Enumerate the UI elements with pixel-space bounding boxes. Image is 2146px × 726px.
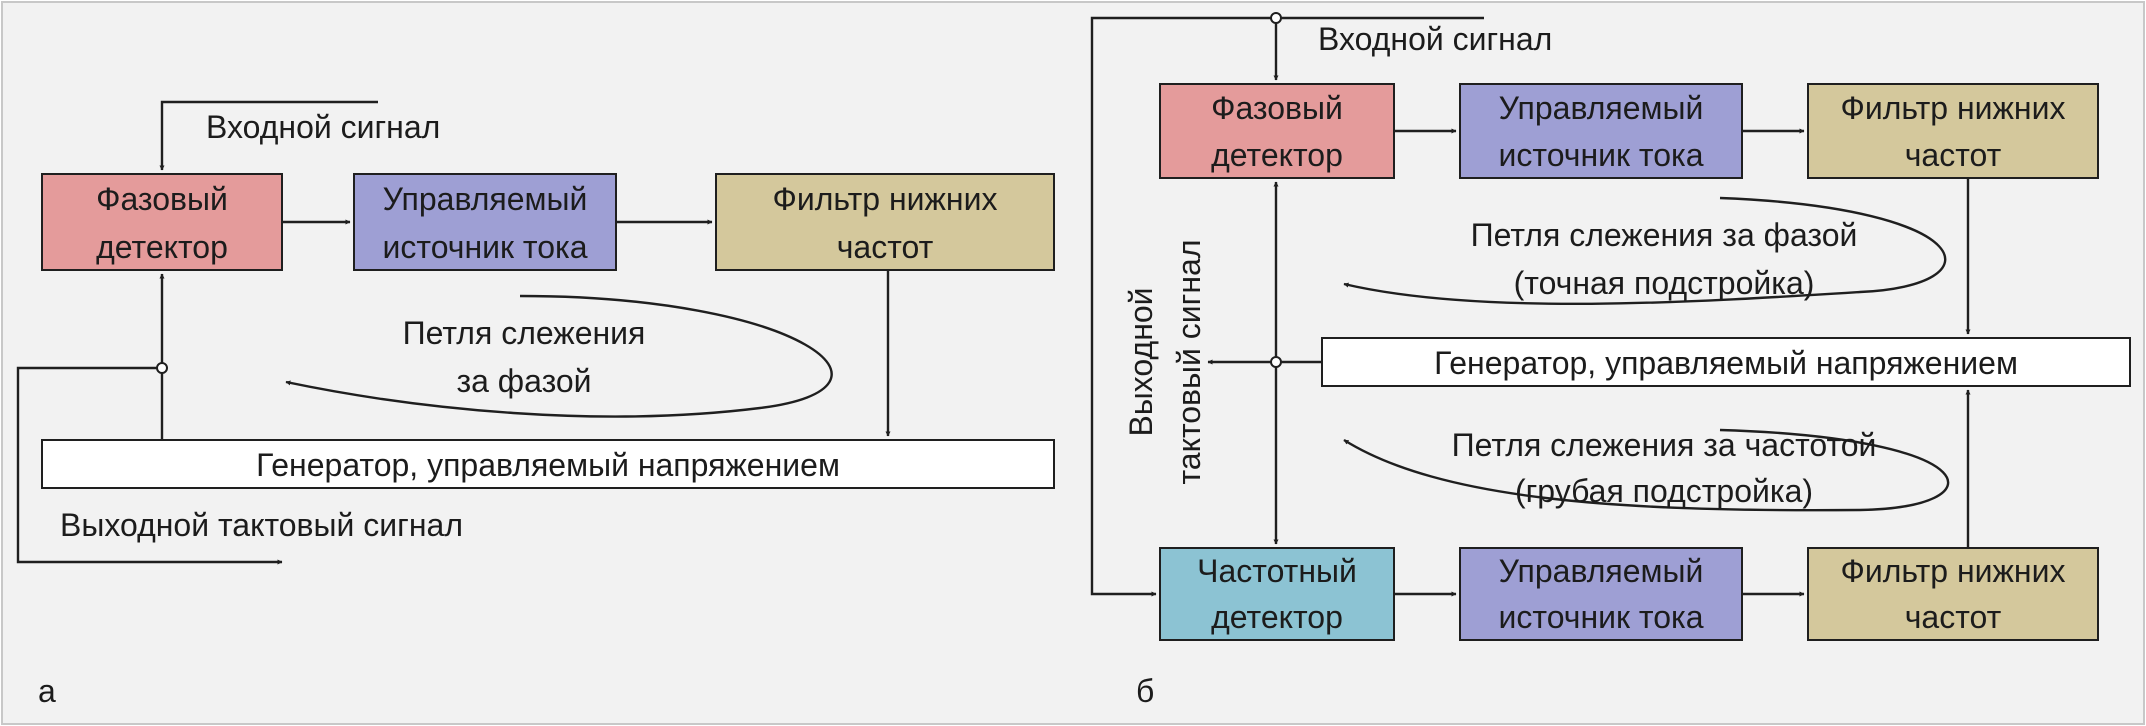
panel-b-vco-box [1321, 337, 2131, 387]
panel-a-label: а [38, 673, 56, 709]
panel-a-loop-arrow [285, 294, 833, 418]
panel-a-phase-detector-line2: детектор [96, 229, 228, 265]
panel-b-output-label-line1: Выходной [1123, 287, 1159, 436]
panel-a-phase-detector-line1: Фазовый [96, 181, 228, 217]
panel-b-output-label: Выходной тактовый сигнал [1123, 240, 1207, 485]
panel-b-output-label-line2: тактовый сигнал [1171, 240, 1207, 485]
panel-b-low-pass-filter-top: Фильтр нижних частот [1807, 83, 2099, 179]
panel-b-input-wire [1090, 16, 1484, 597]
panel-b-frequency-detector-line1: Частотный [1197, 553, 1357, 589]
panel-b-frequency-detector-box [1159, 547, 1395, 641]
panel-b-current-source-bottom-line2: источник тока [1499, 599, 1704, 635]
panel-b: Входной сигнал Фазовый детектор Управляе… [1090, 12, 2131, 709]
panel-b-phase-loop-line2: (точная подстройка) [1514, 265, 1815, 301]
panel-a-vco-box [41, 439, 1055, 489]
panel-a-input-wire [159, 100, 378, 171]
panel-b-low-pass-filter-top-line2: частот [1905, 137, 2002, 173]
panel-b-output-junction-dot [1270, 356, 1282, 368]
panel-b-low-pass-filter-bottom-box [1807, 547, 2099, 641]
panel-b-low-pass-filter-bottom: Фильтр нижних частот [1807, 547, 2099, 641]
panel-b-vco-label: Генератор, управляемый напряжением [1434, 345, 2018, 381]
panel-a-junction-dot [156, 362, 168, 374]
panel-b-current-source-bottom-box [1459, 547, 1743, 641]
panel-a-low-pass-filter-line2: частот [837, 229, 934, 265]
panel-b-low-pass-filter-bottom-line1: Фильтр нижних [1841, 553, 2066, 589]
panel-b-current-source-bottom: Управляемый источник тока [1459, 547, 1743, 641]
panel-b-current-source-top-box [1459, 83, 1743, 179]
panel-b-frequency-loop-line2: (грубая подстройка) [1515, 473, 1813, 509]
panel-a-current-source-line1: Управляемый [383, 181, 588, 217]
panel-a-vco: Генератор, управляемый напряжением [41, 439, 1055, 489]
panel-b-phase-loop-line1: Петля слежения за фазой [1471, 217, 1858, 253]
panel-b-frequency-detector-line2: детектор [1211, 599, 1343, 635]
panel-b-current-source-top: Управляемый источник тока [1459, 83, 1743, 179]
panel-b-phase-detector: Фазовый детектор [1159, 83, 1395, 179]
panel-b-frequency-detector: Частотный детектор [1159, 547, 1395, 641]
panel-a-output-label: Выходной тактовый сигнал [60, 507, 463, 543]
panel-a-output-wire [16, 366, 283, 565]
panel-b-label: б [1136, 673, 1154, 709]
panel-a-loop-line1: Петля слежения [403, 315, 646, 351]
panel-a-low-pass-filter: Фильтр нижних частот [715, 173, 1055, 271]
panel-a-phase-detector: Фазовый детектор [41, 173, 283, 271]
panel-b-phase-loop-arrow [1343, 196, 1947, 306]
panel-a-input-signal-label: Входной сигнал [206, 109, 440, 145]
panel-b-phase-detector-box [1159, 83, 1395, 179]
panel-b-low-pass-filter-bottom-line2: частот [1905, 599, 2002, 635]
panel-b-vco: Генератор, управляемый напряжением [1321, 337, 2131, 387]
panel-b-frequency-loop-arrow [1343, 428, 1950, 512]
panel-b-input-junction-dot [1270, 12, 1282, 24]
panel-b-low-pass-filter-top-line1: Фильтр нижних [1841, 90, 2066, 126]
panel-b-phase-detector-line1: Фазовый [1211, 90, 1343, 126]
panel-a-current-source-box [353, 173, 617, 271]
panel-b-phase-detector-line2: детектор [1211, 137, 1343, 173]
panel-a-low-pass-filter-line1: Фильтр нижних [773, 181, 998, 217]
panel-a-low-pass-filter-box [715, 173, 1055, 271]
panel-a-phase-detector-box [41, 173, 283, 271]
panel-a: Входной сигнал Фазовый детектор Управляе… [16, 100, 1055, 709]
panel-a-vco-label: Генератор, управляемый напряжением [256, 447, 840, 483]
panel-b-input-signal-label: Входной сигнал [1318, 21, 1552, 57]
panel-b-low-pass-filter-top-box [1807, 83, 2099, 179]
panel-b-current-source-bottom-line1: Управляемый [1499, 553, 1704, 589]
panel-b-current-source-top-line2: источник тока [1499, 137, 1704, 173]
panel-b-frequency-loop-line1: Петля слежения за частотой [1452, 427, 1877, 463]
panel-b-current-source-top-line1: Управляемый [1499, 90, 1704, 126]
panel-a-current-source-line2: источник тока [383, 229, 588, 265]
panel-a-loop-line2: за фазой [456, 363, 591, 399]
panel-a-current-source: Управляемый источник тока [353, 173, 617, 271]
